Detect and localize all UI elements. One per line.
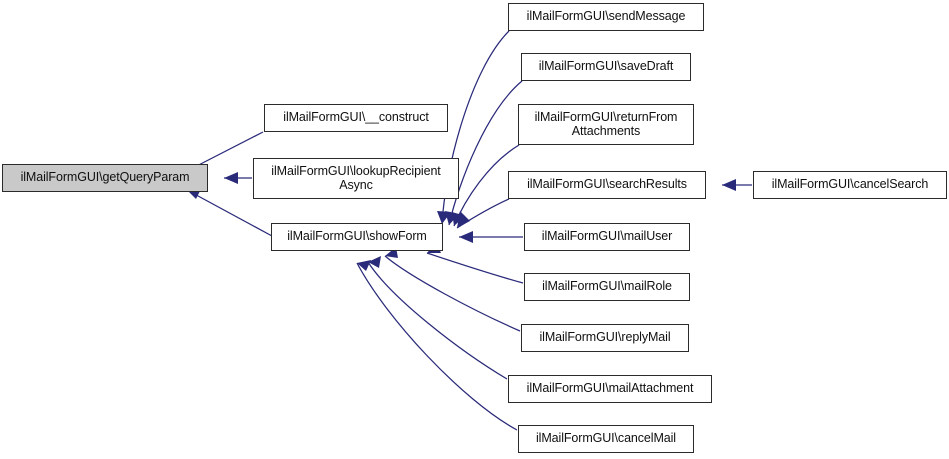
graph-node-mailRole[interactable]: ilMailFormGUI\mailRole (524, 273, 690, 301)
edge-cancelMail-to-showForm (356, 260, 518, 431)
graph-node-cancelMail[interactable]: ilMailFormGUI\cancelMail (518, 425, 694, 453)
graph-node-mailAttachment[interactable]: ilMailFormGUI\mailAttachment (508, 375, 712, 403)
graph-node-label: ilMailFormGUI\cancelMail (536, 431, 676, 446)
graph-node-label: ilMailFormGUI\__construct (283, 110, 429, 125)
graph-node-label: ilMailFormGUI\getQueryParam (20, 170, 190, 185)
edge-searchResults-to-showForm (456, 198, 510, 229)
graph-node-label: ilMailFormGUI\mailUser (541, 229, 673, 244)
graph-node-label: ilMailFormGUI\saveDraft (538, 59, 674, 74)
edge-replyMail-to-showForm (384, 247, 521, 332)
graph-node-getQueryParam[interactable]: ilMailFormGUI\getQueryParam (2, 164, 208, 192)
graph-node-saveDraft[interactable]: ilMailFormGUI\saveDraft (521, 53, 691, 81)
graph-node-replyMail[interactable]: ilMailFormGUI\replyMail (521, 324, 689, 352)
graph-node-label: ilMailFormGUI\mailRole (542, 279, 672, 294)
graph-node-label: ilMailFormGUI\mailAttachment (526, 381, 694, 396)
graph-node-lookupRecipientAsync[interactable]: ilMailFormGUI\lookupRecipient Async (253, 158, 459, 199)
edge-mailUser-to-showForm (459, 231, 523, 243)
graph-node-showForm[interactable]: ilMailFormGUI\showForm (271, 223, 443, 251)
edge-cancelSearch-to-searchResults (722, 179, 752, 191)
graph-node-construct[interactable]: ilMailFormGUI\__construct (264, 104, 448, 132)
graph-node-label: ilMailFormGUI\returnFrom Attachments (534, 110, 678, 138)
graph-node-label: ilMailFormGUI\sendMessage (526, 9, 686, 24)
graph-node-returnFromAttachments[interactable]: ilMailFormGUI\returnFrom Attachments (518, 104, 694, 145)
graph-node-sendMessage[interactable]: ilMailFormGUI\sendMessage (508, 3, 704, 31)
graph-node-label: ilMailFormGUI\lookupRecipient Async (271, 164, 441, 192)
graph-node-cancelSearch[interactable]: ilMailFormGUI\cancelSearch (753, 171, 947, 199)
edge-saveDraft-to-showForm (445, 80, 523, 226)
graph-node-searchResults[interactable]: ilMailFormGUI\searchResults (508, 171, 706, 199)
edge-mailAttachment-to-showForm (367, 256, 508, 380)
graph-node-label: ilMailFormGUI\searchResults (527, 177, 687, 192)
edge-lookupRecipientAsync-to-getQueryParam (224, 172, 252, 184)
graph-node-label: ilMailFormGUI\cancelSearch (771, 177, 929, 192)
graph-node-label: ilMailFormGUI\showForm (287, 229, 427, 244)
graph-node-mailUser[interactable]: ilMailFormGUI\mailUser (524, 223, 690, 251)
graph-node-label: ilMailFormGUI\replyMail (539, 330, 671, 345)
